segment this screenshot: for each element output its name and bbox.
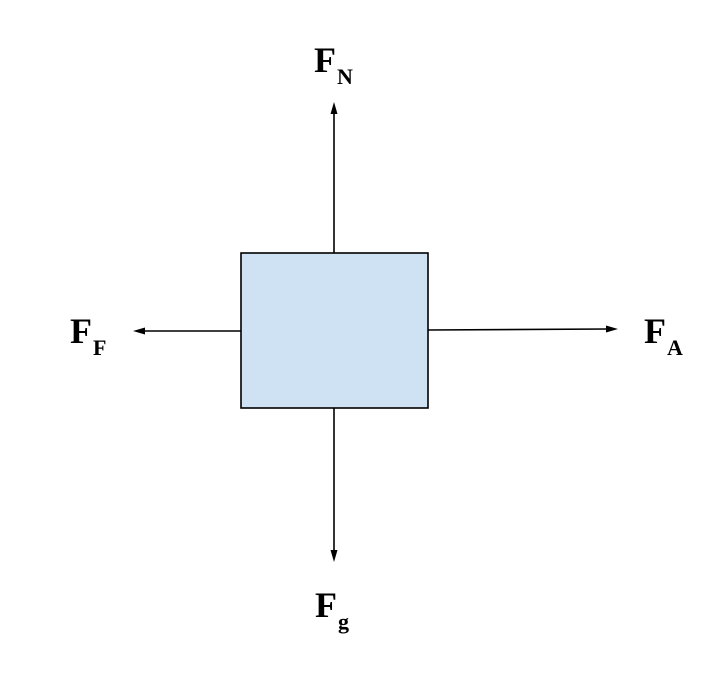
applied-force-arrow [427, 325, 618, 333]
normal-force-arrow [330, 102, 338, 253]
applied-force-label: FA [644, 311, 683, 360]
gravity-force-subscript: g [338, 609, 349, 634]
gravity-force-label: Fg [315, 585, 349, 634]
normal-force-subscript: N [337, 64, 353, 89]
gravity-force-symbol: F [315, 585, 337, 625]
gravity-force-arrow [330, 408, 338, 562]
object-box [240, 252, 429, 409]
normal-force-label: FN [314, 40, 353, 89]
friction-force-subscript: F [93, 335, 106, 360]
friction-force-arrow [133, 327, 241, 335]
friction-force-symbol: F [70, 311, 92, 351]
applied-force-symbol: F [644, 311, 666, 351]
applied-force-subscript: A [667, 335, 683, 360]
friction-force-label: FF [70, 311, 106, 360]
normal-force-symbol: F [314, 40, 336, 80]
